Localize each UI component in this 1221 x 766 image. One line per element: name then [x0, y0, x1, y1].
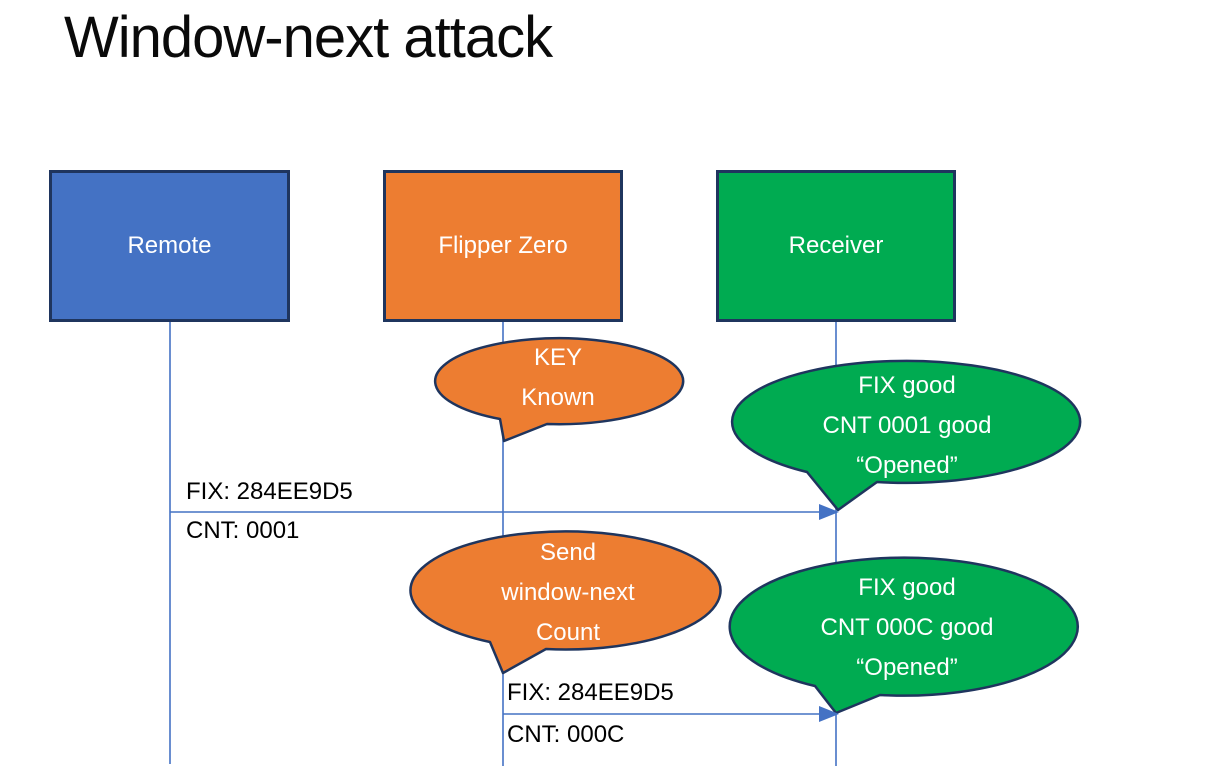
actor-label-flipper-zero: Flipper Zero: [438, 232, 568, 259]
message-2-fix-label: FIX: 284EE9D5: [507, 679, 674, 706]
actor-label-receiver: Receiver: [788, 232, 884, 259]
message-arrow-2-head: [819, 706, 839, 722]
actor-box-receiver: Receiver: [716, 170, 956, 322]
message-1-cnt-label: CNT: 0001: [186, 517, 300, 544]
page-title: Window-next attack: [64, 5, 553, 70]
actor-label-remote: Remote: [127, 232, 212, 259]
message-arrow-1-head: [819, 504, 839, 520]
callout-shape-opened-first: [730, 359, 1082, 512]
actor-box-remote: Remote: [49, 170, 290, 322]
message-1-fix-label: FIX: 284EE9D5: [186, 478, 353, 505]
callout-shape-key-known: [433, 336, 685, 443]
actor-box-flipper-zero: Flipper Zero: [383, 170, 623, 322]
callout-shape-send-window-next: [409, 530, 722, 675]
callout-shape-opened-second: [728, 556, 1079, 715]
message-2-cnt-label: CNT: 000C: [507, 721, 625, 748]
